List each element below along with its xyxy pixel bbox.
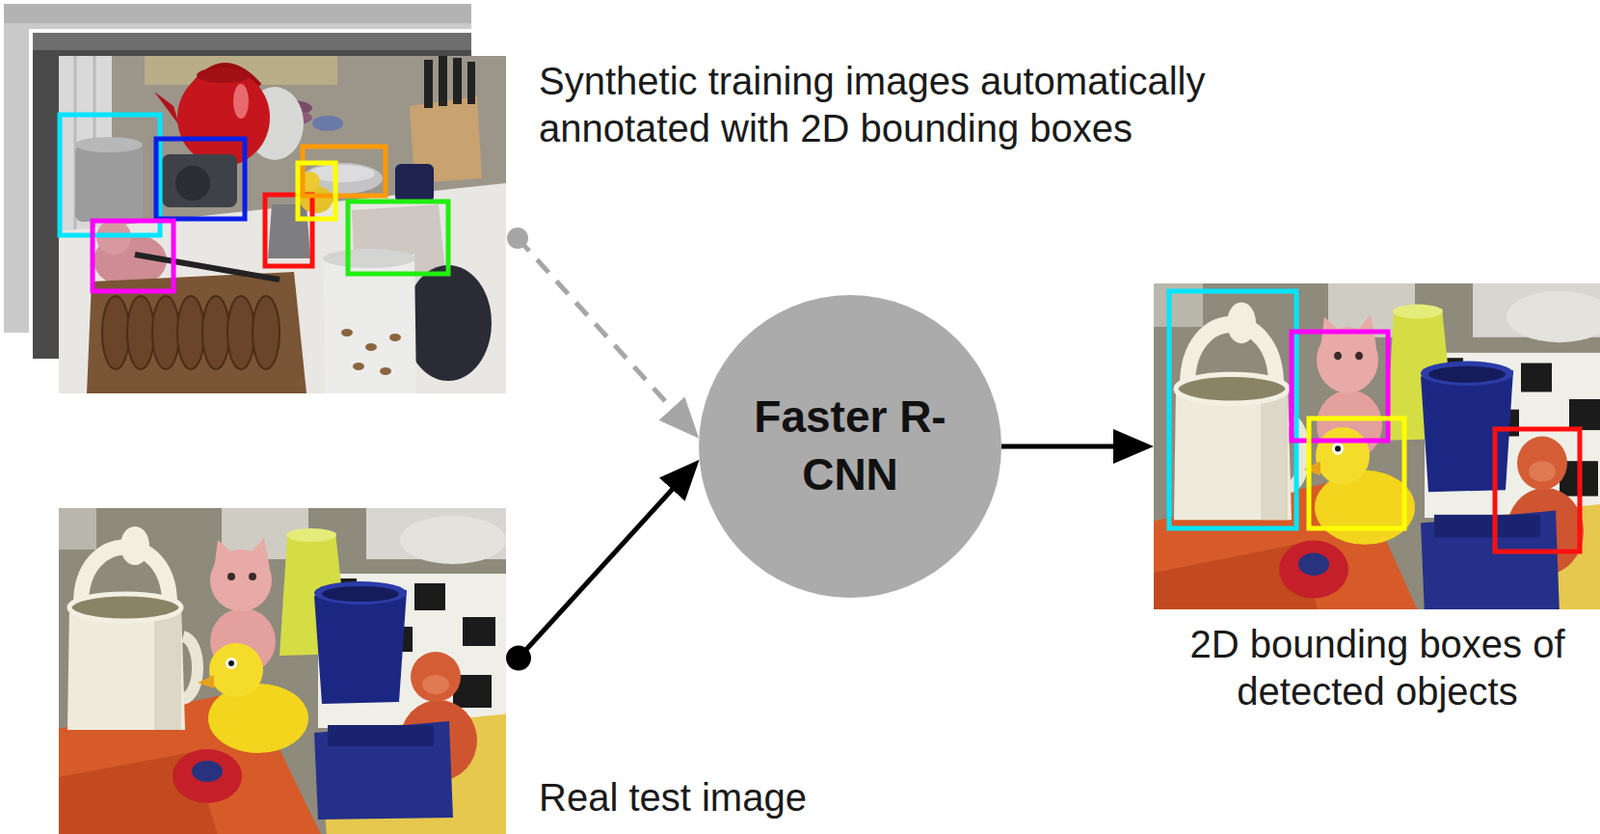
circle-outline (698, 294, 1002, 598)
image-caption: Synthetic training images automatically … (538, 57, 1310, 153)
circle-shape (698, 294, 1002, 598)
training-bounding-boxes (59, 114, 449, 292)
connector-arrow (518, 473, 687, 658)
detection-boxes (1169, 291, 1580, 552)
image-caption: 2D bounding boxes of detected objects (1159, 620, 1596, 716)
start-dot (506, 644, 532, 670)
connector-arrow (517, 238, 687, 425)
real-test-image: Real test image (58, 507, 507, 834)
synthetic-image (58, 55, 507, 394)
connector-arrow (1001, 444, 1135, 450)
real-image (58, 507, 507, 834)
image-caption: Real test image (538, 773, 1214, 822)
network-circle: Faster R-CNN (698, 294, 1002, 598)
synthetic-image-stack: Synthetic training images automatically … (58, 55, 507, 394)
output-image: 2D bounding boxes of detected objects (1153, 283, 1600, 610)
node-label: Faster R-CNN (753, 388, 947, 505)
start-dot (506, 227, 529, 249)
output-image (1153, 283, 1600, 610)
